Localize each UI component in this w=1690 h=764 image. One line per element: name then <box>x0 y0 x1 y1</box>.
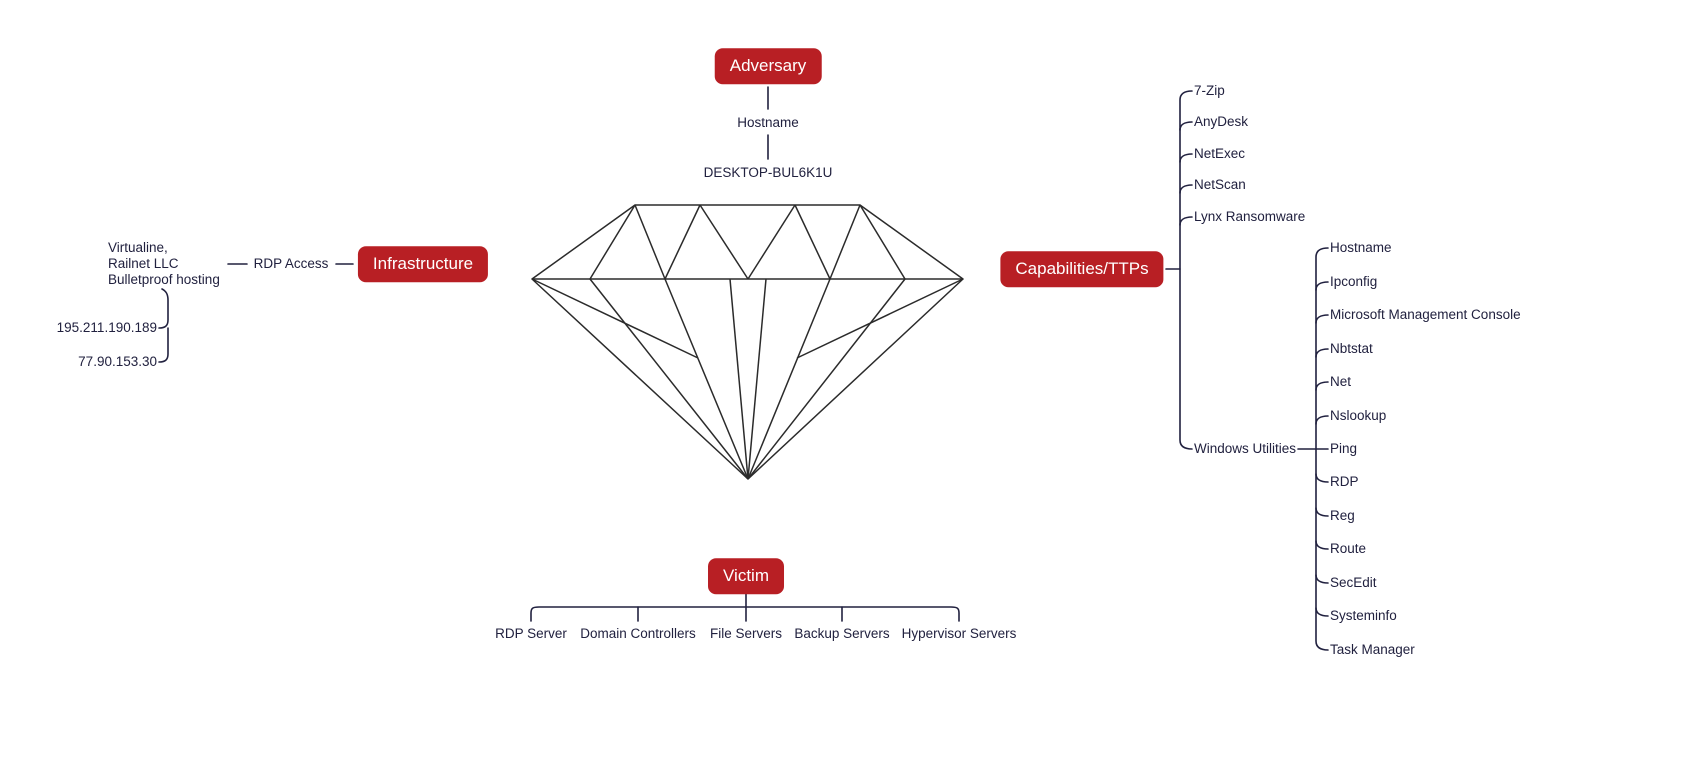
infrastructure-badge: Infrastructure <box>357 246 489 282</box>
adversary-hostname-value: DESKTOP-BUL6K1U <box>703 165 833 181</box>
windows-utility-item: Net <box>1330 374 1352 390</box>
capability-item: Lynx Ransomware <box>1194 209 1306 225</box>
infrastructure-ip-address: 195.211.190.189 <box>56 320 157 336</box>
victim-target: Hypervisor Servers <box>901 626 1017 642</box>
windows-utility-item: SecEdit <box>1330 575 1377 591</box>
victim-badge: Victim <box>708 558 784 594</box>
infrastructure-access-label: RDP Access <box>253 256 329 272</box>
infrastructure-provider-label: Virtualine, Railnet LLC Bulletproof host… <box>108 240 220 287</box>
capability-item: NetExec <box>1194 146 1246 162</box>
windows-utility-item: Task Manager <box>1330 642 1415 658</box>
adversary-hostname-label: Hostname <box>737 115 799 131</box>
capability-item: NetScan <box>1194 177 1246 193</box>
victim-target: File Servers <box>709 626 783 642</box>
capabilities-badge: Capabilities/TTPs <box>1000 251 1164 287</box>
diamond-icon <box>531 204 964 480</box>
capability-item-windows-utilities: Windows Utilities <box>1194 441 1297 457</box>
windows-utility-item: Ipconfig <box>1330 274 1378 290</box>
windows-utility-item: Hostname <box>1330 240 1392 256</box>
capability-item: AnyDesk <box>1194 114 1249 130</box>
windows-utility-item: Reg <box>1330 508 1355 524</box>
adversary-badge: Adversary <box>714 48 822 84</box>
windows-utility-item: Nslookup <box>1330 408 1387 424</box>
windows-utility-item: Systeminfo <box>1330 608 1397 624</box>
windows-utility-item: Ping <box>1330 441 1358 457</box>
windows-utility-item: Microsoft Management Console <box>1330 307 1521 323</box>
victim-target: Backup Servers <box>794 626 890 642</box>
infrastructure-ip-address: 77.90.153.30 <box>78 354 157 370</box>
victim-target: RDP Server <box>495 626 567 642</box>
windows-utility-item: RDP <box>1330 474 1359 490</box>
capability-item: 7-Zip <box>1194 83 1225 99</box>
windows-utility-item: Nbtstat <box>1330 341 1373 357</box>
windows-utility-item: Route <box>1330 541 1367 557</box>
victim-target: Domain Controllers <box>580 626 696 642</box>
